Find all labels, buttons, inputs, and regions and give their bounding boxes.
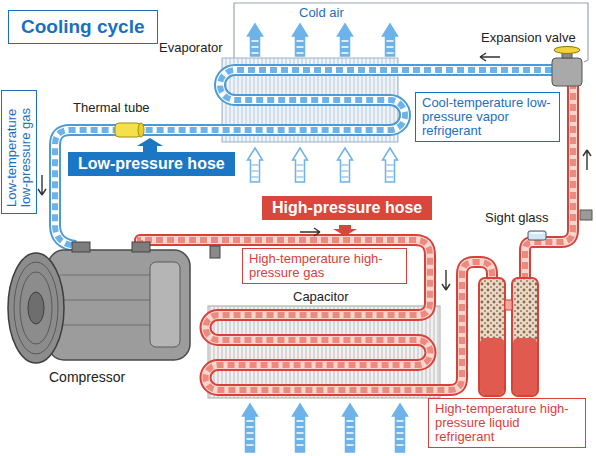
air-arrow [338, 148, 353, 182]
air-arrow-stripe [387, 170, 394, 172]
pressure-switch [580, 210, 592, 220]
air-arrow-stripe [397, 432, 404, 434]
flow-arrow [38, 175, 46, 195]
state-text: High-temperature high-pressure gas [249, 252, 400, 280]
part-label: Compressor [48, 370, 126, 385]
air-arrow [293, 24, 308, 56]
air-arrow [338, 24, 353, 56]
air-arrow-stripe [387, 176, 394, 178]
state-note: High-temperature high-pressure gas [242, 248, 407, 284]
air-arrow-stripe [252, 164, 259, 166]
air-arrow-stripe [297, 52, 304, 54]
air-arrow-stripe [397, 426, 404, 428]
air-arrow-stripe [297, 432, 304, 434]
air-arrow [293, 148, 308, 182]
air-arrow-stripe [297, 46, 304, 48]
part-label: Evaporator [158, 40, 224, 55]
air-arrow-stripe [297, 164, 304, 166]
title: Cooling cycle [21, 16, 145, 38]
compressor [8, 242, 190, 363]
air-arrow-stripe [252, 176, 259, 178]
air-arrow-stripe [347, 444, 354, 446]
air-arrow-stripe [387, 52, 394, 54]
high-pressure-pipe [140, 240, 492, 390]
air-arrow-stripe [297, 170, 304, 172]
air-arrow-stripe [247, 444, 254, 446]
air-arrow-stripe [297, 438, 304, 440]
air-arrow [293, 404, 308, 452]
air-arrow-stripe [297, 426, 304, 428]
air-arrow-stripe [297, 444, 304, 446]
air-label: Cold air [298, 5, 345, 20]
air-arrow-stripe [347, 426, 354, 428]
hose-name: Low-pressure hose [78, 157, 225, 171]
part-label: Sight glass [484, 210, 550, 225]
air-arrow [248, 148, 263, 182]
air-arrow-stripe [387, 164, 394, 166]
part-label: Thermal tube [72, 100, 151, 115]
flow-arrow [442, 270, 450, 290]
air-arrow-stripe [252, 40, 259, 42]
sight-glass [528, 231, 546, 240]
air-arrow-stripe [397, 444, 404, 446]
air-arrow-stripe [252, 170, 259, 172]
air-arrow-stripe [342, 52, 349, 54]
capillary-line [234, 3, 588, 62]
air-arrow-stripe [252, 46, 259, 48]
air-arrow-stripe [347, 420, 354, 422]
air-arrow-stripe [342, 46, 349, 48]
air-arrow-stripe [297, 40, 304, 42]
flow-arrow [583, 150, 591, 170]
air-arrow-stripe [387, 40, 394, 42]
low-pressure-pipe [55, 70, 552, 246]
expansion-valve [552, 47, 582, 87]
service-port [210, 246, 220, 258]
flow-arrow [480, 53, 500, 61]
state-text: Cool-temperature low-pressure vapor refr… [422, 96, 553, 138]
air-arrow-stripe [252, 52, 259, 54]
hose-label-box: High-pressure hose [262, 196, 432, 220]
air-arrow-stripe [297, 420, 304, 422]
air-arrow [248, 24, 263, 56]
air-arrow-stripe [397, 420, 404, 422]
air-arrow-stripe [347, 432, 354, 434]
air-arrow [383, 148, 398, 182]
flow-arrow [300, 228, 320, 236]
title-box: Cooling cycle [8, 10, 158, 44]
hose-pointer [137, 138, 163, 152]
air-arrow-stripe [247, 438, 254, 440]
receiver-dryer [479, 278, 538, 396]
air-arrow-stripe [397, 438, 404, 440]
part-label: Expansion valve [480, 30, 577, 45]
air-arrow-stripe [342, 176, 349, 178]
air-arrow-stripe [342, 164, 349, 166]
state-text: High-temperature high-pressure liquid re… [435, 402, 579, 444]
state-note: High-temperature high-pressure liquid re… [428, 398, 586, 448]
state-text: Low-temperature low-pressure gas [5, 97, 33, 207]
air-arrow-stripe [387, 46, 394, 48]
air-arrow [243, 404, 258, 452]
hose-pointer [333, 225, 357, 236]
hose-label-box: Low-pressure hose [68, 152, 235, 176]
air-arrow [383, 24, 398, 56]
air-arrow-stripe [247, 432, 254, 434]
state-note: Low-temperature low-pressure gas [1, 90, 37, 214]
air-arrow [343, 404, 358, 452]
thermal-tube [115, 123, 144, 137]
part-label: Capacitor [292, 289, 350, 304]
air-arrow-stripe [347, 438, 354, 440]
air-arrow-stripe [247, 426, 254, 428]
air-arrow-stripe [342, 40, 349, 42]
air-arrow-stripe [247, 420, 254, 422]
air-arrow-stripe [297, 176, 304, 178]
state-note: Cool-temperature low-pressure vapor refr… [415, 92, 560, 142]
air-arrow-stripe [342, 170, 349, 172]
air-arrow [393, 404, 408, 452]
hose-name: High-pressure hose [272, 201, 422, 215]
